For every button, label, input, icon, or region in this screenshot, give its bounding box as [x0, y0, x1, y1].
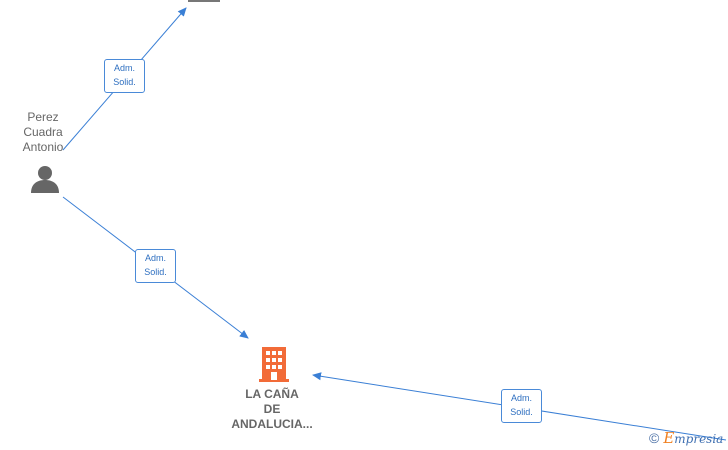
- person-icon[interactable]: [30, 165, 60, 193]
- empresia-watermark: © Empresia: [649, 429, 723, 447]
- copyright-icon: ©: [649, 430, 660, 446]
- person-name-line: Cuadra: [23, 125, 63, 139]
- building-icon[interactable]: [259, 347, 289, 383]
- edge-label-line: Solid.: [510, 407, 533, 417]
- person-name-line: Perez: [27, 110, 59, 124]
- edge-label-adm-solid[interactable]: Adm. Solid.: [135, 249, 176, 283]
- edge-label-line: Adm.: [144, 253, 166, 263]
- edge-label-line: Adm.: [510, 393, 532, 403]
- brand-initial: E: [663, 429, 675, 447]
- empresia-logo: Empresia: [663, 429, 723, 447]
- company-name-line: ANDALUCIA...: [231, 417, 313, 431]
- company-name-line: DE: [263, 402, 281, 416]
- edge-label-adm-solid[interactable]: Adm. Solid.: [501, 389, 542, 423]
- edge-label-line: Adm.: [113, 63, 135, 73]
- edge-label-line: Solid.: [113, 77, 136, 87]
- company-name-line: LA CAÑA: [245, 387, 299, 401]
- edge-label-line: Solid.: [144, 267, 167, 277]
- person-name[interactable]: Perez Cuadra Antonio: [10, 110, 76, 155]
- company-name[interactable]: LA CAÑA DE ANDALUCIA...: [212, 387, 332, 432]
- building-icon[interactable]: [187, 0, 221, 4]
- brand-rest: mpresia: [674, 432, 724, 446]
- person-name-line: Antonio: [22, 140, 64, 154]
- edge-label-adm-solid[interactable]: Adm. Solid.: [104, 59, 145, 93]
